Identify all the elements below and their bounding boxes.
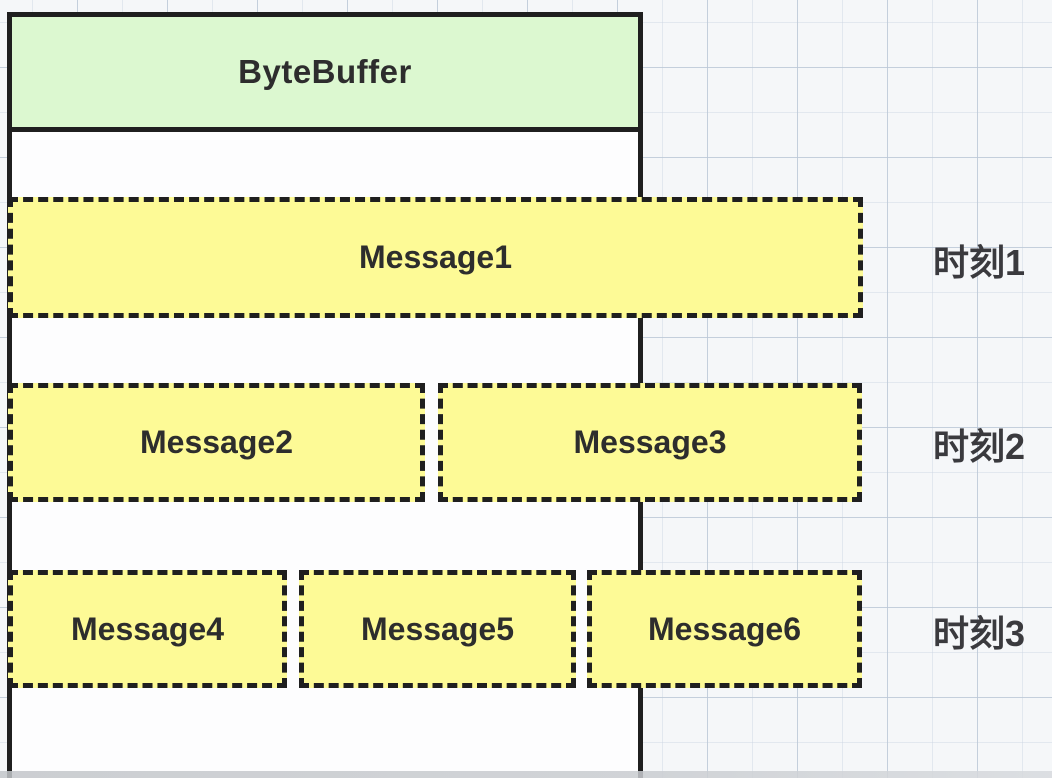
message-box-3: Message3 (438, 383, 862, 502)
message-box-6: Message6 (587, 570, 862, 688)
message-box-5: Message5 (299, 570, 576, 688)
message-label: Message4 (71, 610, 224, 647)
message-label: Message6 (648, 610, 801, 647)
message-label: Message2 (140, 424, 293, 460)
time-label-1: 时刻1 (932, 242, 1026, 283)
bytebuffer-header: ByteBuffer (12, 17, 638, 132)
message-box-1: Message1 (8, 197, 863, 318)
bottom-edge-strip (0, 771, 1052, 778)
time-label-2: 时刻2 (932, 426, 1026, 467)
message-label: Message5 (361, 610, 514, 647)
message-label: Message3 (573, 424, 727, 460)
message-box-4: Message4 (8, 570, 287, 688)
message-box-2: Message2 (8, 383, 425, 502)
time-label-3: 时刻3 (932, 613, 1026, 654)
bytebuffer-title: ByteBuffer (238, 53, 412, 90)
message-label: Message1 (359, 239, 512, 275)
